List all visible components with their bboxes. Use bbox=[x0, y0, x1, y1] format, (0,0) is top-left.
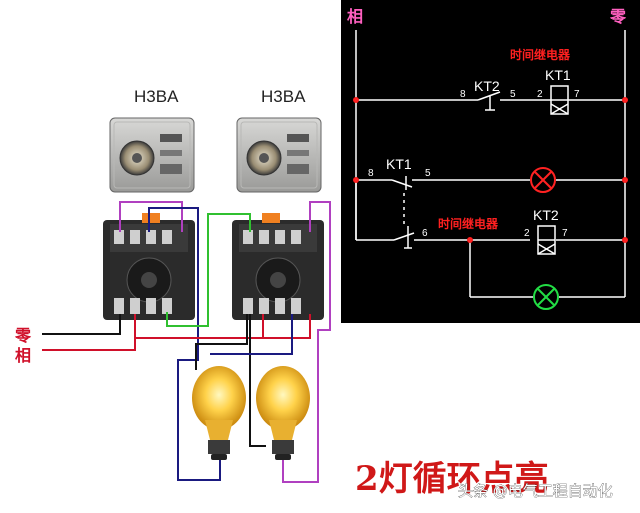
timer-model-label-left: H3BA bbox=[134, 87, 179, 106]
pin-number: 8 bbox=[460, 89, 466, 100]
timer-model-label-right: H3BA bbox=[261, 87, 306, 106]
pin-number: 8 bbox=[368, 168, 374, 179]
schematic-live-label: 相 bbox=[347, 7, 363, 26]
pin-number: 6 bbox=[422, 228, 428, 239]
pin-number: 7 bbox=[562, 228, 568, 239]
schematic-background bbox=[341, 0, 640, 323]
caption-title: 2灯循环点亮 bbox=[355, 459, 549, 499]
schematic-lamp-red bbox=[530, 167, 556, 193]
wire-navy bbox=[148, 207, 221, 481]
socket-base-2 bbox=[232, 213, 324, 320]
kt2-contact-label: KT2 bbox=[474, 78, 500, 94]
kt1-coil-label: KT1 bbox=[545, 67, 571, 83]
schematic-lamp-green bbox=[533, 284, 559, 310]
wire-green bbox=[166, 213, 251, 327]
pin-number: 2 bbox=[537, 89, 543, 100]
wire-red-live bbox=[42, 314, 136, 351]
schematic-neutral-label: 零 bbox=[609, 7, 627, 26]
schematic-junctions bbox=[353, 97, 628, 243]
timer-relay-label: 时间继电器 bbox=[438, 216, 499, 231]
wire-black-neutral bbox=[195, 314, 248, 370]
timer-relay-1 bbox=[109, 117, 195, 193]
lamp-2 bbox=[256, 366, 310, 460]
wiring-illustration: H3BA H3BA bbox=[14, 87, 331, 483]
schematic-wires bbox=[355, 30, 626, 298]
kt2-coil-label: KT2 bbox=[533, 207, 559, 223]
kt1-contact-label: KT1 bbox=[386, 156, 412, 172]
wire-purple bbox=[119, 201, 183, 232]
watermark: 头条 @电气工程自动化 bbox=[458, 482, 613, 500]
pin-number: 7 bbox=[574, 89, 580, 100]
wire-black-neutral bbox=[249, 314, 266, 447]
pin-number: 5 bbox=[510, 89, 516, 100]
timer-relay-label: 时间继电器 bbox=[510, 47, 571, 62]
pin-number: 5 bbox=[425, 168, 431, 179]
timer-relay-2 bbox=[236, 117, 322, 193]
neutral-label: 零 bbox=[14, 326, 32, 345]
schematic-panel: 相 零 bbox=[341, 0, 640, 323]
kt2-coil bbox=[537, 225, 556, 255]
lamp-1 bbox=[192, 366, 246, 460]
wire-navy bbox=[210, 314, 293, 355]
kt1-coil bbox=[550, 85, 569, 115]
wire-black-neutral bbox=[42, 314, 121, 335]
wire-red-live bbox=[263, 314, 311, 339]
wiring-wires bbox=[42, 201, 331, 483]
pin-number: 2 bbox=[524, 228, 530, 239]
wire-purple bbox=[282, 201, 331, 483]
live-label: 相 bbox=[15, 346, 31, 365]
